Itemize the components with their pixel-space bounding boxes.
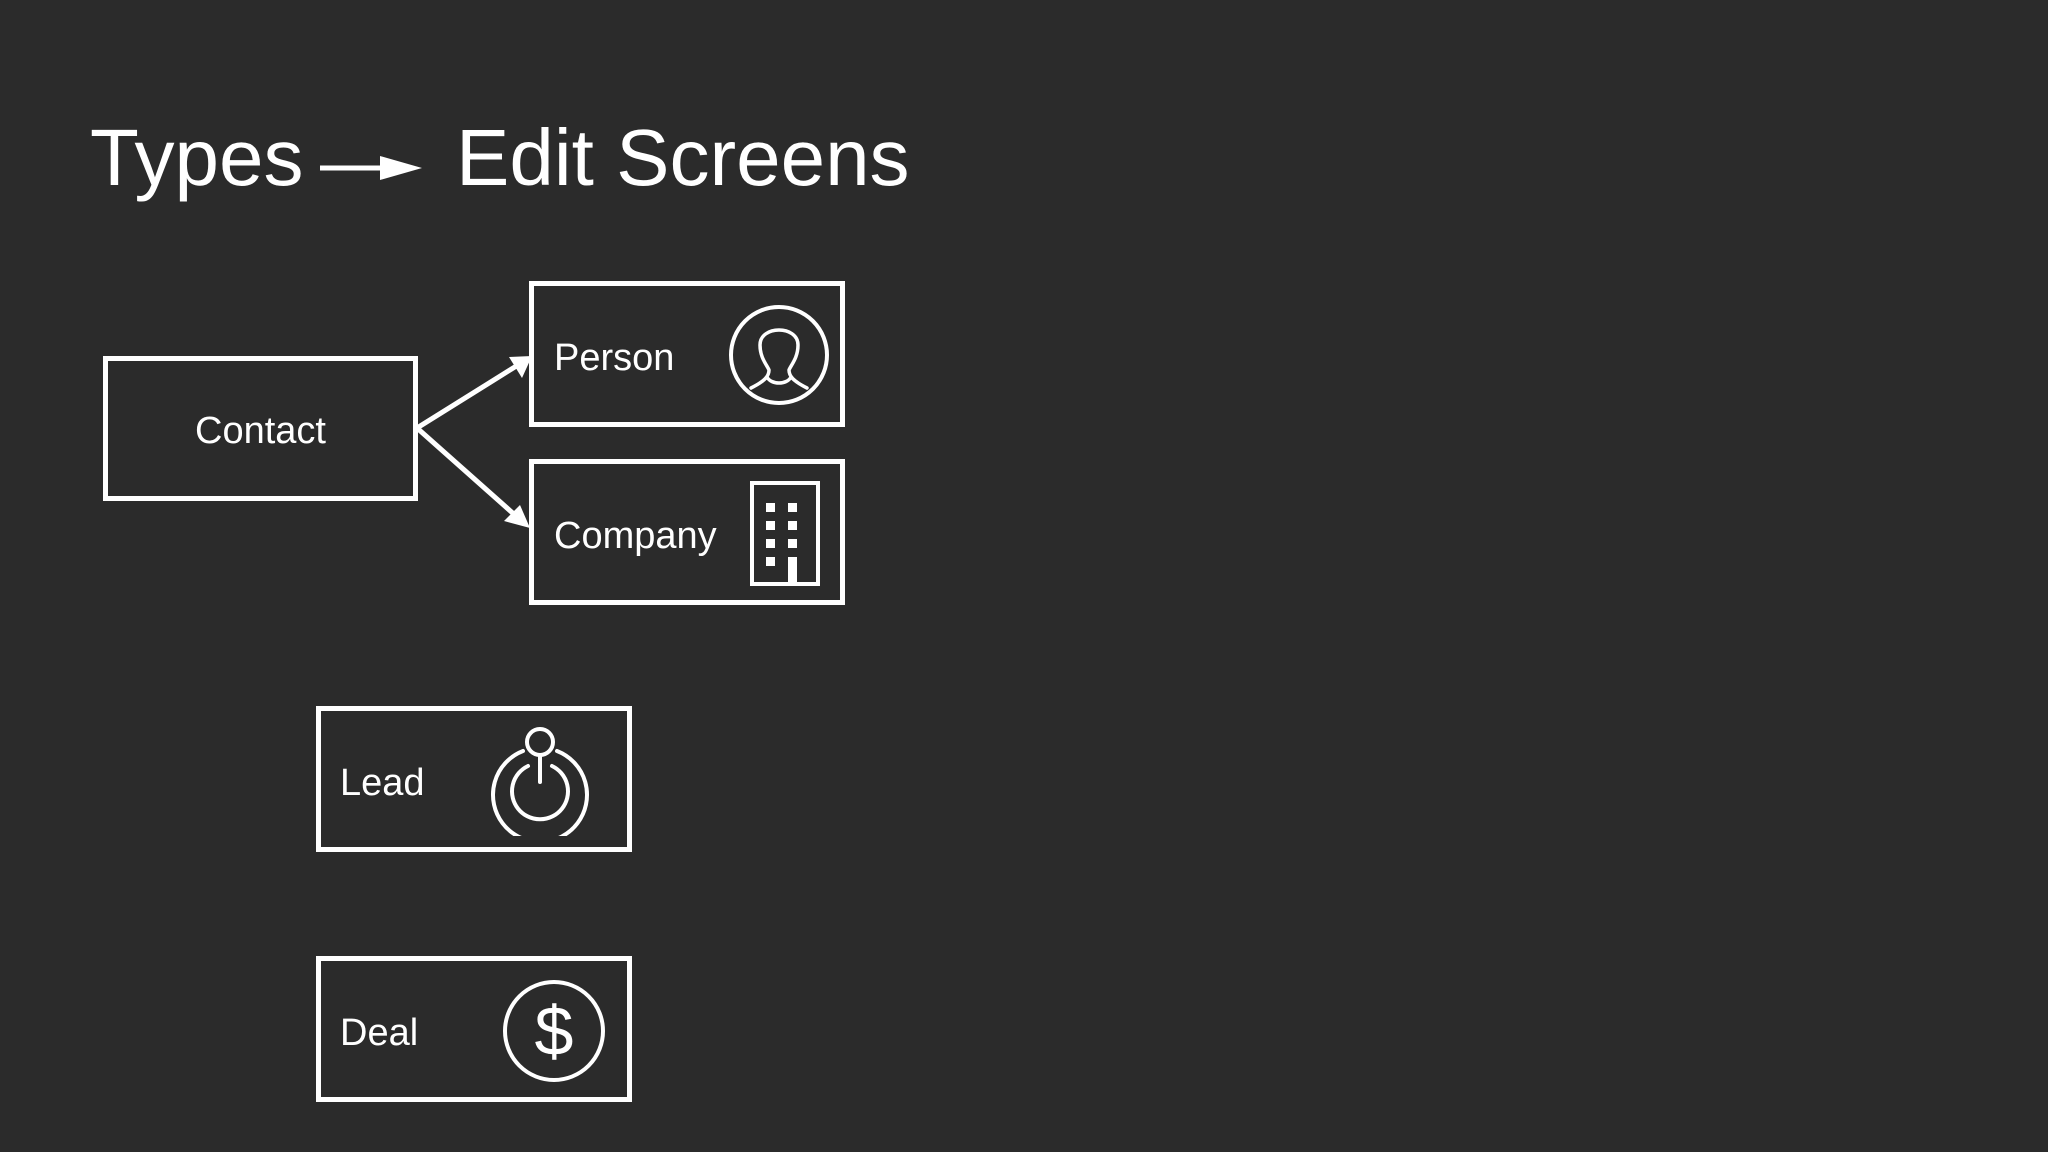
company-box[interactable]: Company bbox=[529, 459, 845, 605]
contact-label: Contact bbox=[195, 410, 326, 452]
arrowhead-person bbox=[509, 356, 532, 378]
title-types: Types bbox=[90, 113, 304, 202]
title-edit-screens: Edit Screens bbox=[456, 113, 910, 202]
target-icon bbox=[491, 727, 589, 836]
arrowhead-company bbox=[504, 505, 530, 528]
deal-box[interactable]: Deal $ bbox=[316, 956, 632, 1102]
dollar-icon: $ bbox=[503, 980, 605, 1082]
svg-text:$: $ bbox=[535, 992, 574, 1070]
connector-contact-company bbox=[415, 426, 518, 518]
building-icon bbox=[750, 481, 820, 586]
person-box[interactable]: Person bbox=[529, 281, 845, 427]
title-arrow-icon bbox=[320, 156, 422, 180]
connector-contact-person bbox=[415, 362, 520, 431]
contact-connectors bbox=[415, 356, 532, 528]
deal-label: Deal bbox=[340, 1012, 419, 1054]
lead-box[interactable]: Lead bbox=[316, 706, 632, 852]
company-label: Company bbox=[554, 515, 717, 557]
contact-box[interactable]: Contact bbox=[103, 356, 418, 501]
person-icon bbox=[729, 305, 829, 405]
lead-label: Lead bbox=[340, 762, 425, 804]
person-label: Person bbox=[554, 337, 675, 379]
